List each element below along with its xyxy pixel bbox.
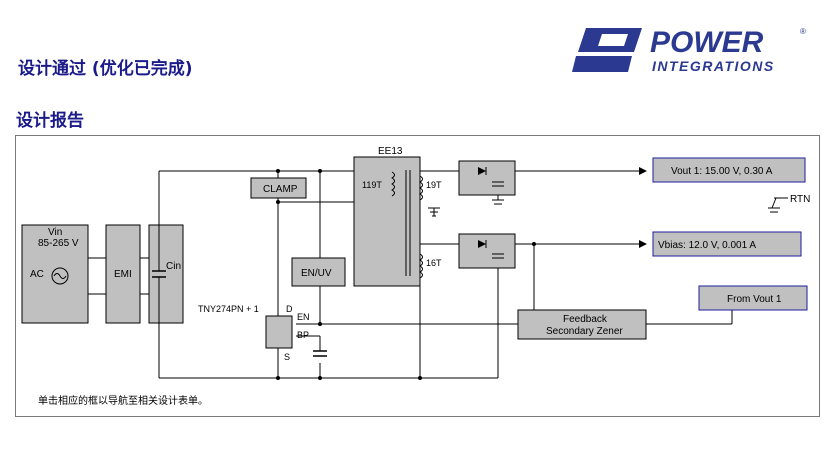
cin-block[interactable]: Cin	[148, 224, 184, 324]
bias-winding-icon	[419, 253, 423, 279]
sec1-turns: 19T	[426, 180, 442, 190]
page-title: 设计通过 (优化已完成)	[18, 59, 193, 79]
transformer-block[interactable]: EE13 119T 19T 16T	[353, 146, 442, 287]
sec2-turns: 16T	[426, 258, 442, 268]
enuv-label: EN/UV	[301, 268, 332, 279]
ac-label: AC	[30, 269, 44, 280]
feedback-line2: Secondary Zener	[546, 326, 623, 337]
secondary-winding-icon	[419, 175, 423, 201]
feedback-line1: Feedback	[563, 314, 608, 325]
pin-d: D	[286, 304, 293, 314]
cin-label: Cin	[166, 261, 181, 272]
controller-block[interactable]: TNY274PN + 1 D EN BP S	[198, 304, 327, 362]
primary-winding-icon	[391, 171, 395, 197]
pin-en: EN	[297, 312, 310, 322]
logo-text-top: POWER	[650, 26, 764, 59]
transformer-label: EE13	[378, 146, 403, 157]
ac-source-icon	[51, 267, 69, 285]
from-vout-label: From Vout 1	[727, 294, 782, 305]
registered-mark: ®	[800, 27, 806, 36]
diode-icon-2	[478, 240, 486, 248]
diode-icon	[478, 167, 486, 175]
vin-label: Vin	[48, 227, 62, 238]
pin-s: S	[284, 352, 290, 362]
rtn-ground: RTN	[768, 194, 810, 213]
schematic: Vin 85-265 V AC EMI Cin CLAMP EN/UV TNY2…	[21, 146, 810, 407]
design-diagram: Vin 85-265 V AC EMI Cin CLAMP EN/UV TNY2…	[15, 135, 820, 417]
output-2-label: Vbias: 12.0 V, 0.001 A	[658, 240, 756, 251]
output-1-label: Vout 1: 15.00 V, 0.30 A	[671, 166, 773, 177]
clamp-label: CLAMP	[263, 184, 298, 195]
output-2-box[interactable]: Vbias: 12.0 V, 0.001 A	[652, 231, 802, 257]
section-title: 设计报告	[16, 111, 84, 131]
pin-bp: BP	[297, 330, 309, 340]
rectifier-1-block[interactable]	[458, 160, 516, 205]
power-integrations-logo: POWER INTEGRATIONS ®	[572, 26, 806, 74]
vin-range: 85-265 V	[38, 238, 79, 249]
vin-block[interactable]: Vin 85-265 V AC	[21, 224, 89, 324]
feedback-box[interactable]: Feedback Secondary Zener	[517, 309, 647, 340]
logo-text-bottom: INTEGRATIONS	[652, 58, 775, 74]
output-1-box[interactable]: Vout 1: 15.00 V, 0.30 A	[652, 157, 806, 183]
clamp-block[interactable]: CLAMP	[250, 177, 307, 199]
from-vout-box[interactable]: From Vout 1	[698, 285, 808, 311]
diagram-note: 单击相应的框以导航至相关设计表单。	[38, 394, 208, 407]
junction-dots	[157, 169, 536, 380]
logo-emblem	[572, 28, 642, 72]
emi-block[interactable]: EMI	[105, 224, 141, 324]
controller-part: TNY274PN + 1	[198, 304, 259, 314]
sine-wave-icon	[53, 273, 67, 279]
primary-turns: 119T	[362, 180, 382, 190]
rtn-label: RTN	[790, 194, 810, 205]
emi-label: EMI	[114, 269, 132, 280]
enuv-block[interactable]: EN/UV	[291, 257, 346, 287]
output-arrows	[638, 167, 647, 328]
rectifier-2-block[interactable]	[458, 233, 516, 269]
